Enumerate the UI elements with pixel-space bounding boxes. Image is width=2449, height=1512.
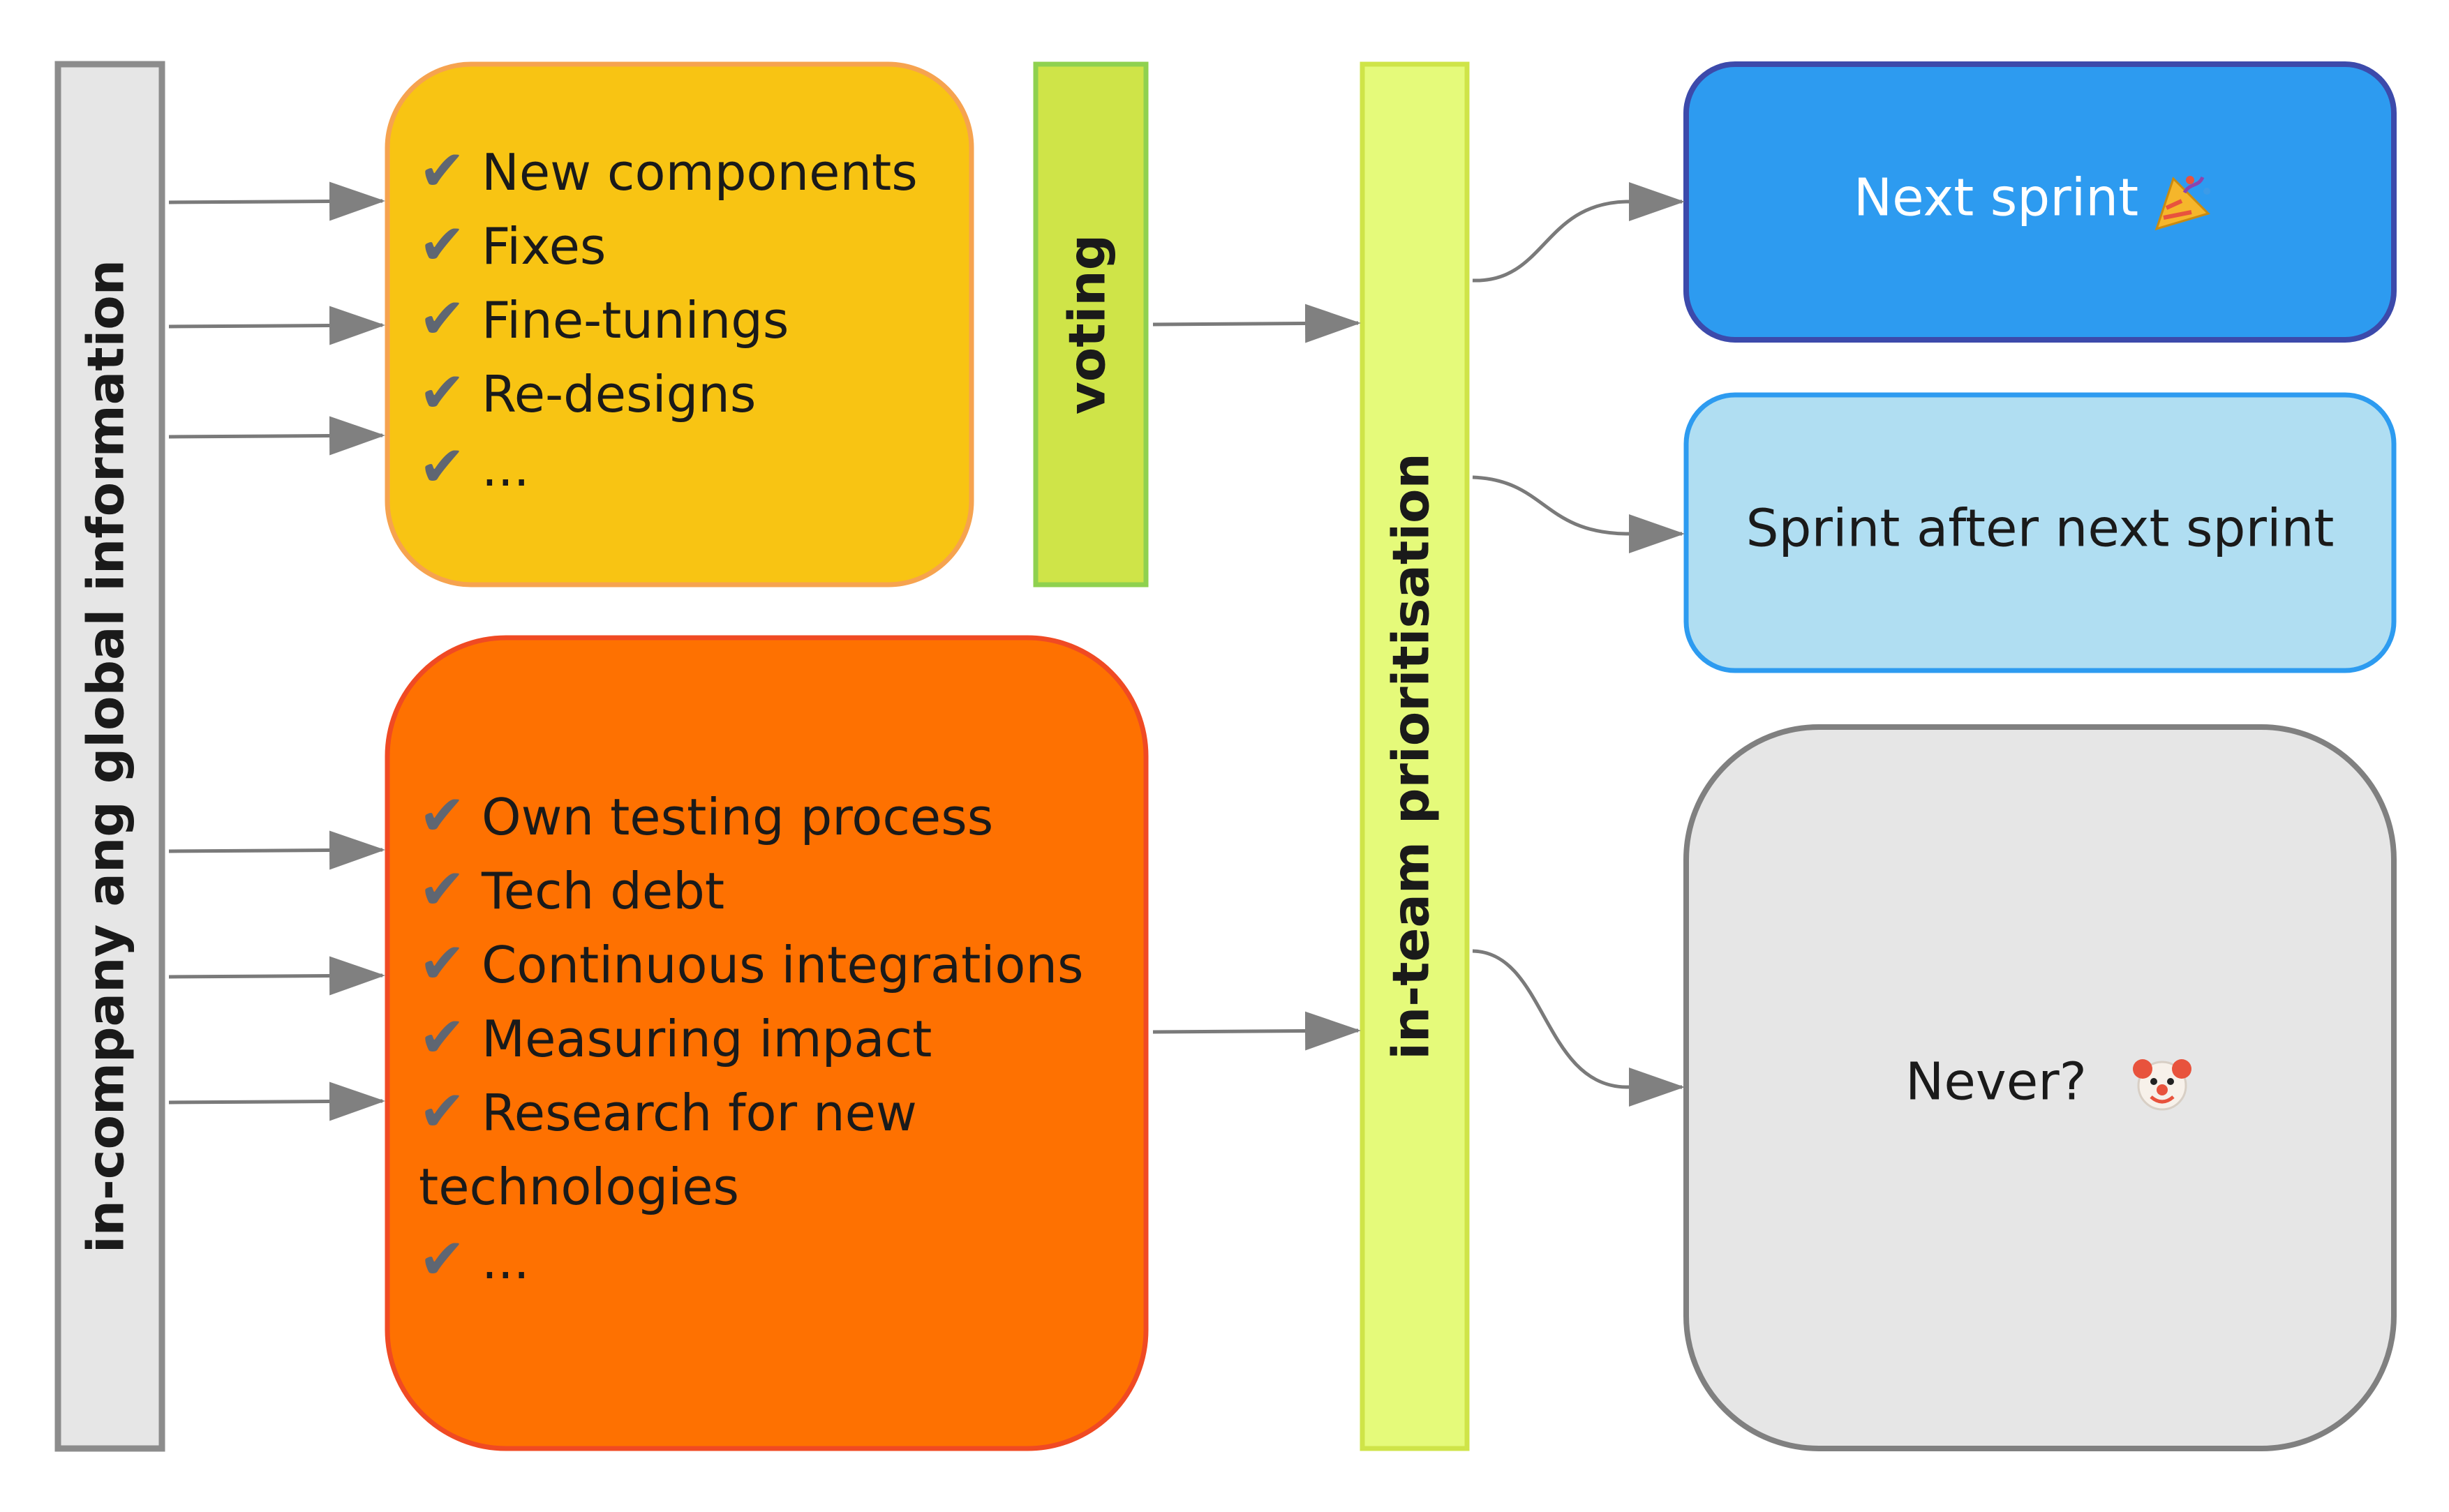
checklist-item: Continuous integrations bbox=[482, 936, 1084, 994]
outcome-sprint-after-next: Sprint after next sprint bbox=[1683, 392, 2397, 673]
voting-label: voting bbox=[1058, 234, 1117, 414]
product-work-rect bbox=[385, 61, 974, 587]
checklist-item: Re-designs bbox=[482, 365, 756, 424]
voting-rect bbox=[1033, 61, 1149, 587]
checklist-item: Own testing process bbox=[482, 788, 993, 846]
outcome-never: Never? bbox=[1683, 724, 2397, 1451]
heavy-check-mark-icon: ✔ bbox=[419, 434, 466, 499]
arrow-info-to-tech-2 bbox=[168, 956, 385, 996]
flow-arrows bbox=[168, 181, 1685, 1121]
checklist-item: ... bbox=[482, 439, 530, 497]
outcome-sprint-after-next-label: Sprint after next sprint bbox=[1746, 499, 2335, 559]
checklist-item: Fine-tunings bbox=[482, 291, 789, 350]
tech-work-list: ✔ Own testing process ✔ Tech debt ✔ Continuou… bbox=[419, 783, 1084, 1292]
arrow-tech-to-prioritisation bbox=[1152, 1011, 1361, 1051]
voting-bar: voting bbox=[1033, 61, 1149, 587]
tech-work-rect bbox=[385, 635, 1149, 1451]
arrow-info-to-product-2 bbox=[168, 306, 385, 345]
checklist-item: Research for new bbox=[482, 1084, 917, 1142]
checklist-item: ... bbox=[482, 1232, 530, 1290]
checklist-item: Tech debt bbox=[481, 862, 724, 920]
arrow-info-to-tech-1 bbox=[168, 830, 385, 870]
checklist-item: New components bbox=[482, 143, 918, 202]
heavy-check-mark-icon: ✔ bbox=[419, 286, 466, 351]
party-popper-icon bbox=[2154, 176, 2210, 231]
checklist-item: Fixes bbox=[482, 217, 606, 276]
checklist-item: Measuring impact bbox=[482, 1010, 932, 1068]
outcome-never-label: Never? bbox=[1905, 1052, 2087, 1112]
heavy-check-mark-icon: ✔ bbox=[419, 931, 466, 996]
heavy-check-mark-icon: ✔ bbox=[419, 212, 466, 277]
clown-face-icon bbox=[2133, 1059, 2191, 1111]
product-work-box: ✔ New components ✔ Fixes ✔ Fine-tunings ✔ Re-de… bbox=[385, 61, 974, 587]
arrow-info-to-tech-3 bbox=[168, 1081, 385, 1121]
prioritisation-bar: in-team prioritisation bbox=[1360, 61, 1470, 1451]
heavy-check-mark-icon: ✔ bbox=[419, 1079, 466, 1144]
information-source-label: in-company ang global information bbox=[77, 260, 135, 1253]
heavy-check-mark-icon: ✔ bbox=[419, 138, 466, 203]
arrow-voting-to-prioritisation bbox=[1152, 304, 1361, 343]
arrow-prioritisation-to-never bbox=[1472, 949, 1685, 1107]
outcome-sprint-after-next-rect bbox=[1683, 392, 2397, 673]
heavy-check-mark-icon: ✔ bbox=[419, 1227, 466, 1292]
information-source-rect bbox=[54, 61, 165, 1452]
product-work-list: ✔ New components ✔ Fixes ✔ Fine-tunings ✔ Re-de… bbox=[419, 138, 918, 499]
heavy-check-mark-icon: ✔ bbox=[419, 783, 466, 848]
heavy-check-mark-icon: ✔ bbox=[419, 360, 466, 425]
tech-work-box: ✔ Own testing process ✔ Tech debt ✔ Continuou… bbox=[385, 635, 1149, 1451]
outcome-next-sprint: Next sprint bbox=[1683, 61, 2397, 343]
outcome-next-sprint-rect bbox=[1683, 61, 2397, 343]
information-source-bar: in-company ang global information bbox=[54, 61, 165, 1452]
arrow-prioritisation-to-next-sprint bbox=[1472, 182, 1685, 283]
checklist-item: technologies bbox=[419, 1158, 739, 1216]
outcome-never-rect bbox=[1683, 724, 2397, 1451]
prioritisation-label: in-team prioritisation bbox=[1382, 453, 1441, 1059]
heavy-check-mark-icon: ✔ bbox=[419, 857, 466, 922]
outcome-next-sprint-label: Next sprint bbox=[1854, 168, 2138, 228]
prioritisation-rect bbox=[1360, 61, 1470, 1451]
arrow-info-to-product-3 bbox=[168, 416, 385, 456]
heavy-check-mark-icon: ✔ bbox=[419, 1005, 466, 1070]
arrow-prioritisation-to-sprint-after-next bbox=[1472, 475, 1685, 553]
arrow-info-to-product-1 bbox=[168, 181, 385, 221]
